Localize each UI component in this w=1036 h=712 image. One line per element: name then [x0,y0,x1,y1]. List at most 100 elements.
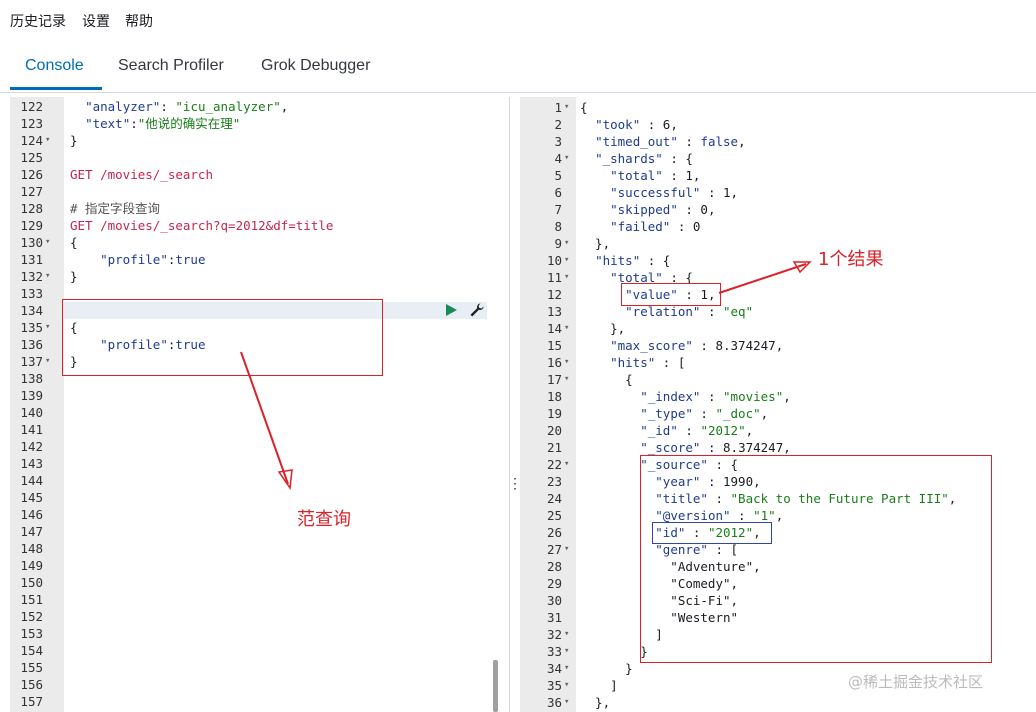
line-number: 157 [20,694,43,709]
code-text[interactable]: GET /movies/_search [70,167,213,182]
fold-toggle-icon[interactable]: ▾ [564,374,570,384]
code-text[interactable]: "successful" : 1, [610,185,739,200]
fold-toggle-icon[interactable]: ▾ [564,357,570,367]
code-text[interactable]: "text":"他说的确实在理" [85,116,241,131]
arrow-head-result [792,261,812,274]
code-text[interactable]: "max_score" : 8.374247, [610,338,784,353]
code-text[interactable]: "_id" : "2012", [640,423,754,438]
code-text[interactable]: "hits" : [ [610,355,686,370]
fold-toggle-icon[interactable]: ▾ [564,255,570,265]
code-text[interactable]: "title" : "Back to the Future Part III", [655,491,957,506]
tab-console[interactable]: Console [25,57,84,74]
code-text[interactable]: } [580,644,648,659]
fold-toggle-icon[interactable]: ▾ [564,629,570,639]
line-number: 147 [20,524,43,539]
tab-search-profiler[interactable]: Search Profiler [118,57,224,74]
fold-toggle-icon[interactable]: ▾ [45,135,51,145]
arrow-to-query [240,351,289,485]
code-text[interactable]: "profile":true [100,252,206,267]
line-number: 5 [554,168,562,183]
fold-toggle-icon[interactable]: ▾ [564,459,570,469]
line-number: 27 [546,542,562,557]
tab-grok-debugger[interactable]: Grok Debugger [261,57,371,74]
fold-toggle-icon[interactable]: ▾ [564,663,570,673]
code-text[interactable]: "Sci-Fi", [580,593,739,608]
code-line: 142 [10,438,488,455]
line-number: 25 [546,508,562,523]
code-text[interactable]: "_source" : { [640,457,739,472]
code-text[interactable]: "total" : { [610,270,693,285]
fold-toggle-icon[interactable]: ▾ [564,697,570,707]
code-text[interactable]: ] [580,627,663,642]
fold-toggle-icon[interactable]: ▾ [564,102,570,112]
code-text[interactable]: } [70,354,78,369]
code-text[interactable]: "_shards" : { [595,151,693,166]
code-text[interactable]: "failed" : 0 [610,219,701,234]
line-number: 141 [20,422,43,437]
fold-toggle-icon[interactable]: ▾ [45,271,51,281]
fold-toggle-icon[interactable]: ▾ [45,322,51,332]
code-text[interactable]: { [580,372,633,387]
code-text[interactable]: { [70,320,78,335]
code-text[interactable]: "_type" : "_doc", [640,406,769,421]
code-text[interactable]: }, [580,695,611,710]
code-text[interactable]: "Comedy", [580,576,739,591]
code-text[interactable]: "genre" : [ [655,542,739,557]
line-number: 151 [20,592,43,607]
code-line: 148 [10,540,488,557]
fold-toggle-icon[interactable]: ▾ [564,272,570,282]
response-viewer[interactable]: 1▾{2 "took" : 6,3 "timed_out" : false,4▾… [520,97,1036,712]
code-text[interactable]: { [580,100,588,115]
code-text[interactable]: "_score" : 8.374247, [640,440,791,455]
line-number: 122 [20,99,43,114]
code-line: 22▾ "_source" : { [520,456,1036,473]
code-text[interactable]: "Adventure", [580,559,761,574]
code-text[interactable]: } [580,661,633,676]
line-number: 155 [20,660,43,675]
menu-help[interactable]: 帮助 [125,14,153,30]
request-editor[interactable]: 122 "analyzer": "icu_analyzer",123 "text… [10,97,488,712]
fold-toggle-icon[interactable]: ▾ [564,544,570,554]
fold-toggle-icon[interactable]: ▾ [45,237,51,247]
code-text[interactable]: "id" : "2012", [655,525,761,540]
request-scrollbar[interactable] [493,660,498,712]
code-text[interactable]: ] [580,678,618,693]
code-text[interactable]: "skipped" : 0, [610,202,716,217]
code-text[interactable]: # 指定字段查询 [70,201,161,216]
code-text[interactable]: "_index" : "movies", [640,389,791,404]
fold-toggle-icon[interactable]: ▾ [564,680,570,690]
code-text[interactable]: "year" : 1990, [655,474,761,489]
code-text[interactable]: "analyzer": "icu_analyzer", [85,99,289,114]
fold-toggle-icon[interactable]: ▾ [45,356,51,366]
line-number: 150 [20,575,43,590]
line-number: 30 [546,593,562,608]
line-number: 11 [546,270,562,285]
code-text[interactable]: GET /movies/_search?q=2012&df=title [70,218,334,233]
watermark: @稀土掘金技术社区 [848,673,984,691]
play-icon[interactable] [444,303,458,322]
line-number: 156 [20,677,43,692]
menu-history[interactable]: 历史记录 [10,14,66,30]
line-number: 138 [20,371,43,386]
wrench-icon[interactable] [469,302,485,323]
code-text[interactable]: "Western" [580,610,739,625]
response-gutter [520,97,576,712]
code-text[interactable]: }, [580,236,611,251]
code-text[interactable]: } [70,133,78,148]
code-text[interactable]: "profile":true [100,337,206,352]
fold-toggle-icon[interactable]: ▾ [564,238,570,248]
menu-settings[interactable]: 设置 [82,14,110,30]
code-text[interactable]: "took" : 6, [595,117,678,132]
code-text[interactable]: }, [580,321,626,336]
fold-toggle-icon[interactable]: ▾ [564,323,570,333]
fold-toggle-icon[interactable]: ▾ [564,153,570,163]
code-text[interactable]: { [70,235,78,250]
code-text[interactable]: "total" : 1, [610,168,701,183]
code-text[interactable]: "value" : 1, [625,287,716,302]
code-text[interactable]: } [70,269,78,284]
code-text[interactable]: "@version" : "1", [655,508,784,523]
code-text[interactable]: "hits" : { [595,253,671,268]
code-text[interactable]: "timed_out" : false, [595,134,746,149]
code-text[interactable]: "relation" : "eq" [625,304,754,319]
fold-toggle-icon[interactable]: ▾ [564,646,570,656]
